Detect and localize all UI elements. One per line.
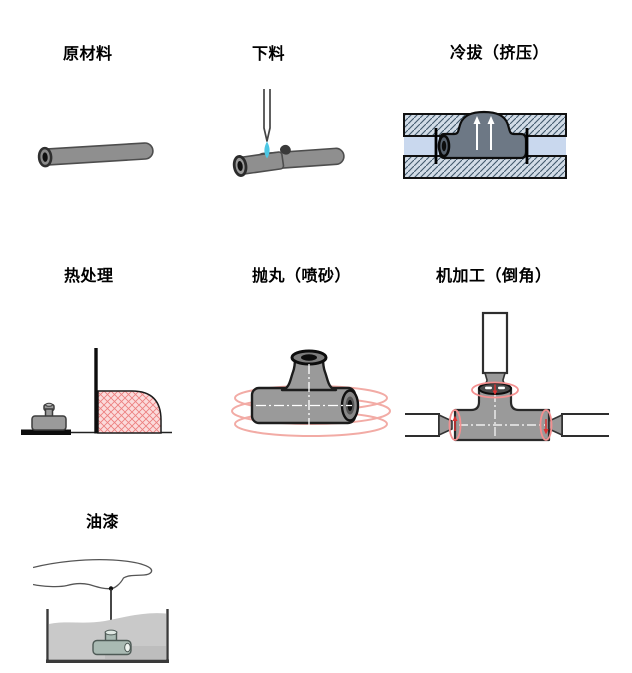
raw-material-figure <box>33 128 165 184</box>
raw-pipe-illustration <box>37 142 154 168</box>
die-bottom <box>403 155 567 179</box>
top-rotation-ring <box>471 381 519 399</box>
furnace-heat-zone <box>97 390 162 434</box>
right-rotation-ring <box>539 409 553 441</box>
label-cutting: 下料 <box>252 46 286 63</box>
centerlines <box>459 393 545 438</box>
flame-icon <box>264 141 270 159</box>
centerlines <box>256 364 352 436</box>
paint-dip-illustration <box>33 559 169 663</box>
conveyor-bar <box>21 429 71 435</box>
torch-cutting-illustration <box>232 89 345 177</box>
chamfering-illustration <box>405 311 609 442</box>
label-cold-drawing: 冷拔（挤压） <box>450 45 550 62</box>
label-heat-treatment: 热处理 <box>64 268 114 285</box>
shot-blast-illustration <box>231 349 391 437</box>
label-painting: 油漆 <box>86 514 120 531</box>
shot-blasting-figure <box>226 344 396 452</box>
small-tee-fitting <box>31 402 67 431</box>
hanger-outline <box>33 559 153 590</box>
label-shot-blasting: 抛丸（喷砂） <box>252 268 352 285</box>
cutting-figure <box>228 85 354 191</box>
cut-piece <box>232 151 285 177</box>
hook-point <box>108 586 114 591</box>
tee-body <box>250 386 357 425</box>
label-raw-material: 原材料 <box>63 46 113 63</box>
painting-figure <box>33 550 183 670</box>
label-machining: 机加工（倒角） <box>436 268 552 285</box>
tee-fitting <box>453 386 551 442</box>
right-tool-holder <box>561 413 609 437</box>
flow-arrows <box>476 123 492 150</box>
extrusion-die-illustration <box>403 110 567 179</box>
cut-notch <box>279 144 291 155</box>
top-tool-holder <box>481 311 509 375</box>
furnace-illustration <box>21 348 172 435</box>
right-chamfer-bit <box>548 413 563 437</box>
left-tool-holder <box>405 413 440 437</box>
paint-tank <box>46 609 169 661</box>
pipe <box>37 142 154 168</box>
torch-nozzle <box>263 89 271 142</box>
cold-drawing-figure <box>396 106 572 182</box>
left-rotation-ring <box>448 409 462 441</box>
machining-figure <box>405 311 609 461</box>
heat-treatment-figure <box>20 342 182 442</box>
left-chamfer-bit <box>438 413 453 437</box>
dipped-tee-fitting <box>92 629 132 656</box>
